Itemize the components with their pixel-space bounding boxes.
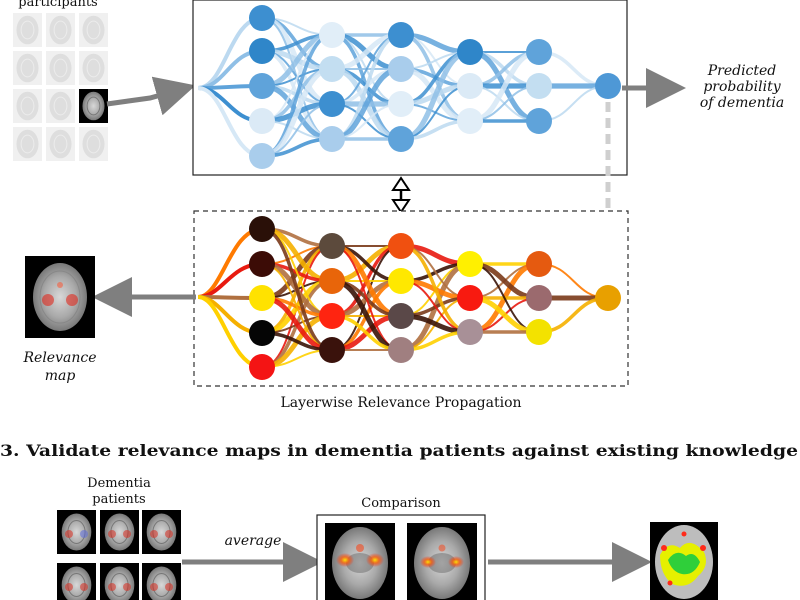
- cnn-node: [388, 22, 414, 48]
- participant-scan-grid: [13, 13, 108, 161]
- participant-scan: [46, 89, 75, 123]
- bidirectional-arrow: [391, 176, 411, 214]
- cnn-node: [319, 56, 345, 82]
- cnn-node: [249, 38, 275, 64]
- lrp-node: [388, 337, 414, 363]
- lrp-node: [249, 354, 275, 380]
- cnn-node: [319, 126, 345, 152]
- dementia-label-2: patients: [92, 492, 145, 507]
- output-node: [595, 73, 621, 99]
- lrp-node: [319, 337, 345, 363]
- average-label: average: [225, 533, 282, 549]
- lrp-node: [388, 268, 414, 294]
- cnn-node: [526, 39, 552, 65]
- relevance-label-2: map: [45, 368, 76, 384]
- cnn-node: [388, 91, 414, 117]
- patient-scan: [142, 563, 181, 600]
- participant-scan: [46, 127, 75, 161]
- participant-scan: [46, 51, 75, 85]
- participant-scan: [13, 51, 42, 85]
- lrp-node: [595, 285, 621, 311]
- cnn-node: [457, 73, 483, 99]
- comparison-brain-1: [325, 523, 395, 600]
- participant-scan: [13, 89, 42, 123]
- lrp-node: [457, 251, 483, 277]
- participant-scan: [79, 89, 108, 123]
- cnn-node: [457, 39, 483, 65]
- lrp-node: [319, 303, 345, 329]
- lrp-node: [319, 268, 345, 294]
- cnn-node: [249, 73, 275, 99]
- patient-scan: [57, 563, 96, 600]
- relevance-label-1: Relevance: [23, 350, 97, 366]
- cnn-node: [388, 126, 414, 152]
- predicted-text-3: of dementia: [700, 95, 784, 111]
- participant-scan: [79, 127, 108, 161]
- cnn-node: [526, 73, 552, 99]
- lrp-node: [249, 216, 275, 242]
- lrp-node: [249, 285, 275, 311]
- participant-scan: [13, 127, 42, 161]
- lrp-nodes: [249, 216, 621, 380]
- patient-scan: [57, 510, 96, 554]
- lrp-node: [457, 319, 483, 345]
- participants-label: participants: [18, 0, 97, 10]
- lrp-node: [319, 233, 345, 259]
- participant-scan: [13, 13, 42, 47]
- cnn-node: [249, 143, 275, 169]
- lrp-caption: Layerwise Relevance Propagation: [280, 395, 521, 411]
- dementia-label-1: Dementia: [87, 476, 151, 491]
- participant-scan: [79, 13, 108, 47]
- cnn-node: [319, 91, 345, 117]
- patient-scan: [142, 510, 181, 554]
- patient-scan: [100, 563, 139, 600]
- cnn-node: [457, 108, 483, 134]
- patient-scan: [100, 510, 139, 554]
- lrp-node: [457, 285, 483, 311]
- dementia-patient-grid: [57, 510, 181, 600]
- comparison-brain-2: [407, 523, 477, 600]
- cnn-node: [249, 5, 275, 31]
- lrp-node: [249, 251, 275, 277]
- lrp-node: [388, 233, 414, 259]
- cnn-node: [319, 22, 345, 48]
- participant-scan: [46, 13, 75, 47]
- lrp-node: [388, 303, 414, 329]
- lrp-node: [526, 285, 552, 311]
- atlas-overlap-image: [650, 522, 718, 600]
- predicted-text-2: probability: [703, 79, 781, 95]
- cnn-nodes: [249, 5, 621, 169]
- relevance-map-image: [25, 256, 95, 338]
- input-arrow: [106, 76, 196, 116]
- cnn-node: [526, 108, 552, 134]
- cnn-node: [249, 108, 275, 134]
- cnn-node: [388, 56, 414, 82]
- predicted-text-1: Predicted: [707, 63, 777, 79]
- section-3-heading: 3. Validate relevance maps in dementia p…: [0, 441, 798, 460]
- lrp-node: [526, 319, 552, 345]
- lrp-node: [249, 320, 275, 346]
- lrp-node: [526, 251, 552, 277]
- participant-scan: [79, 51, 108, 85]
- comparison-label: Comparison: [361, 496, 441, 511]
